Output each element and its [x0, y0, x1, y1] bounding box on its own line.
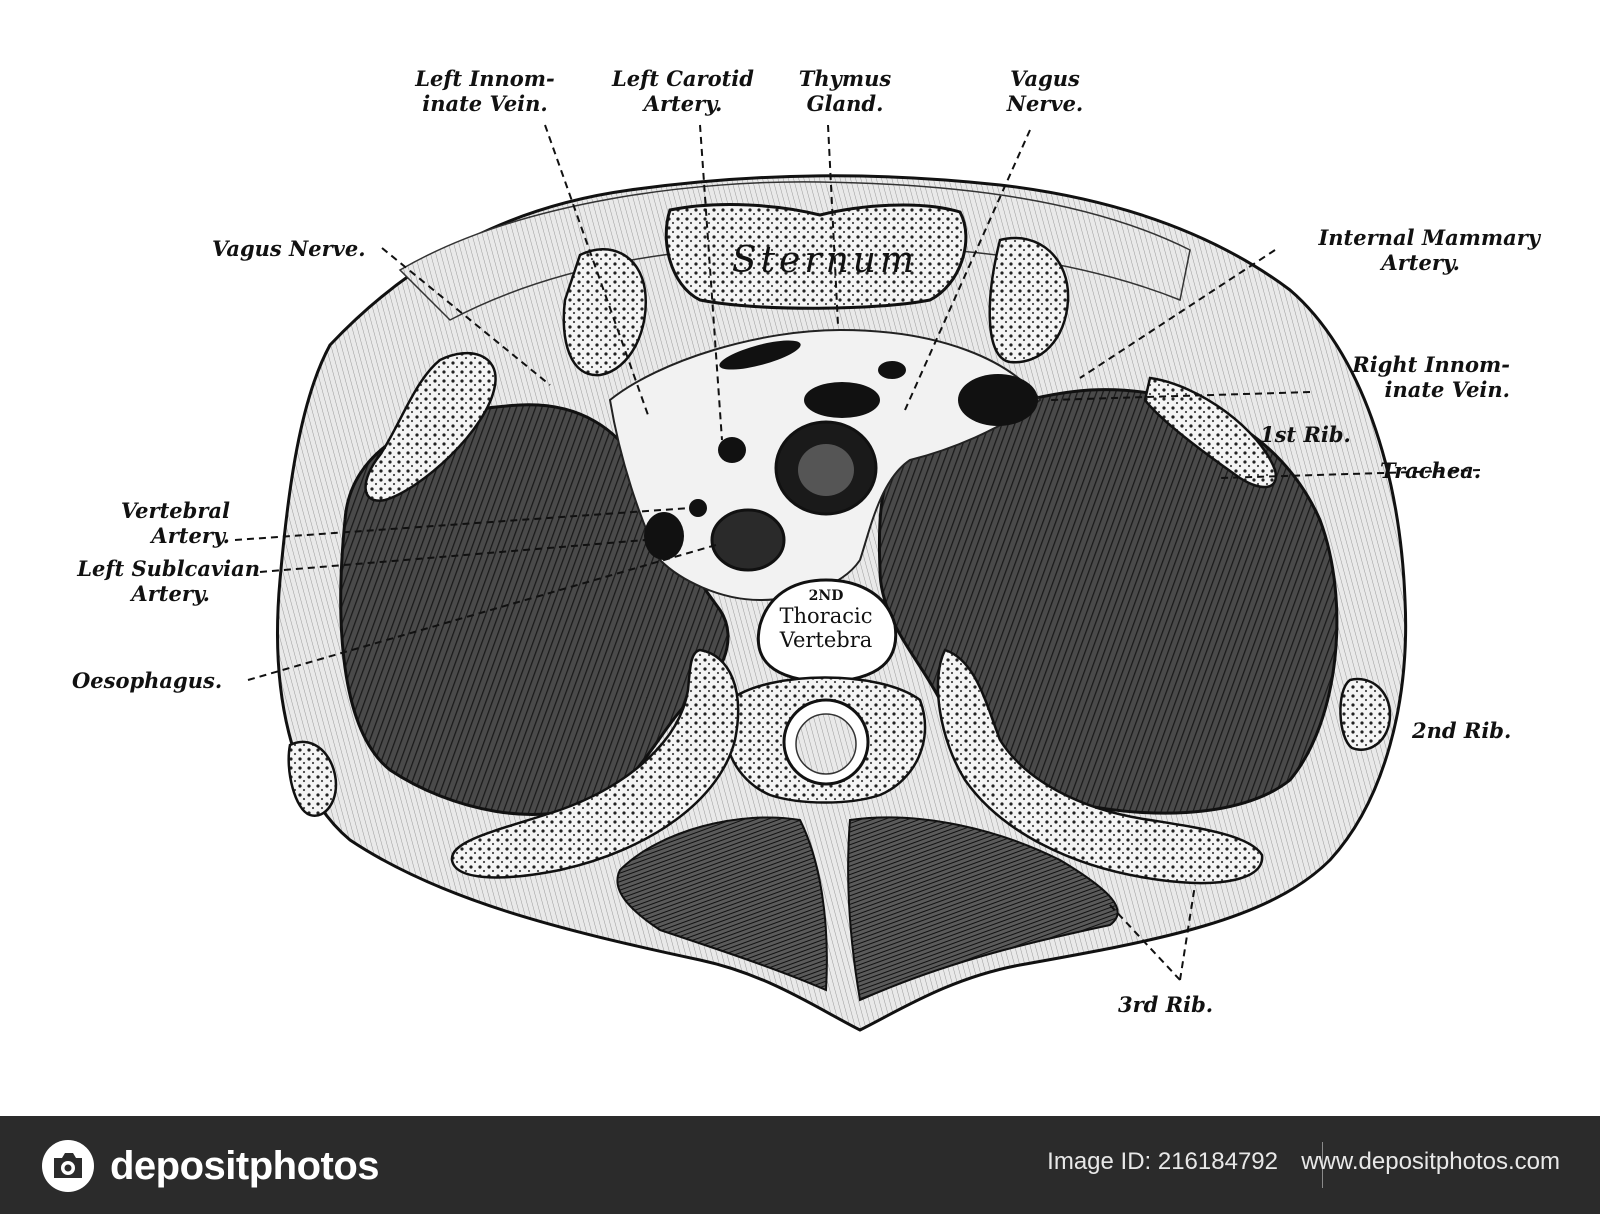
image-id: Image ID: 216184792 [1047, 1148, 1278, 1175]
anatomy-figure: Sternum 2ND Thoracic Vertebra Left Innom… [72, 66, 1540, 1032]
thorax-cross-section [234, 124, 1481, 1032]
label-right-innominate-vein: Right Innom- inate Vein. [1352, 352, 1510, 402]
vertebra-line-1: Thoracic [779, 604, 873, 628]
left-carotid-artery-vessel [718, 437, 746, 463]
label-vertebral-artery: Vertebral Artery. [120, 498, 230, 548]
first-rib-left [364, 351, 497, 502]
label-third-rib: 3rd Rib. [1118, 992, 1214, 1017]
vertebra-line-2: Vertebra [779, 628, 873, 652]
label-left-innominate-vein: Left Innom- inate Vein. [415, 66, 555, 116]
left-innominate-vein-vessel [719, 340, 801, 370]
right-innominate-vein-vessel [958, 374, 1038, 426]
label-vagus-nerve-top: Vagus Nerve. [1006, 66, 1084, 116]
oesophagus [710, 508, 786, 572]
vertebral-artery-vessel [689, 499, 707, 517]
label-thymus-gland: Thymus Gland. [798, 66, 892, 116]
brand[interactable]: depositphotos [40, 1138, 380, 1194]
second-rib-lateral-left [287, 740, 338, 818]
footer-divider [1322, 1142, 1323, 1188]
label-left-carotid-artery: Left Carotid Artery. [612, 66, 754, 116]
label-oesophagus: Oesophagus. [72, 668, 223, 693]
label-internal-mammary-artery: Internal Mammary Artery. [1318, 225, 1540, 275]
vertebra-ordinal: 2ND [808, 588, 844, 604]
thoracic-vertebra-body [756, 578, 898, 684]
brand-name: depositphotos [110, 1143, 380, 1188]
back-muscles-right [847, 816, 1119, 1002]
leader-lines [234, 124, 1481, 981]
label-trachea: Trachea. [1380, 458, 1482, 483]
sternum-text: Sternum [731, 240, 919, 281]
cartilage-right [988, 236, 1070, 364]
small-vein [878, 361, 906, 379]
site-url-link[interactable]: www.depositphotos.com [1301, 1148, 1560, 1175]
second-rib-left [450, 648, 740, 879]
sternum [664, 203, 968, 310]
second-rib-lateral-right [1339, 677, 1392, 751]
left-subclavian-artery-vessel [644, 512, 684, 560]
trachea-lumen [798, 444, 854, 496]
first-rib-right [1143, 376, 1278, 489]
cartilage-left [562, 247, 648, 377]
label-second-rib: 2nd Rib. [1412, 718, 1512, 743]
label-left-subclavian-artery: Left Sublcavian Artery. [77, 556, 260, 606]
second-rib-right [936, 648, 1264, 885]
label-vagus-nerve-left: Vagus Nerve. [212, 236, 366, 261]
footer-bar: depositphotos Image ID: 216184792 www.de… [0, 1116, 1600, 1214]
back-muscles [616, 816, 828, 992]
label-first-rib: 1st Rib. [1260, 422, 1351, 447]
camera-logo-icon [42, 1140, 94, 1192]
spinal-cord-inner [795, 713, 857, 775]
thymus-vessel [804, 382, 880, 418]
